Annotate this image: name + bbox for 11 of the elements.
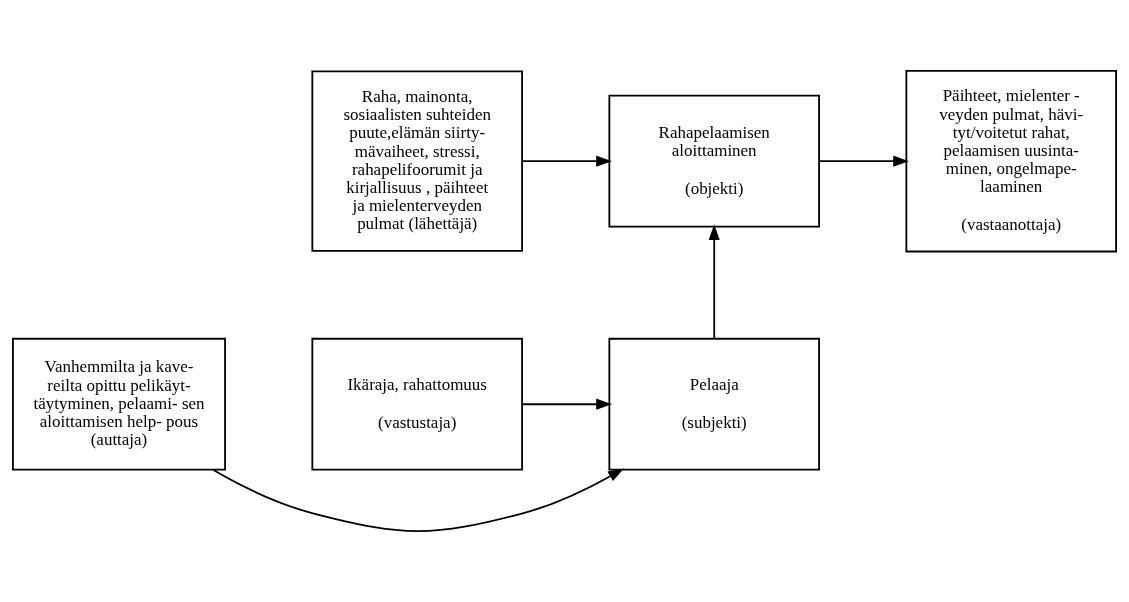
node-box: Päihteet, mielenter - veyden pulmat, hävi- tyt/voitetut rahat, pelaamisen uusinta- minen, ongelmape- laaminen (vastaanottaja) [905, 69, 1117, 253]
node-box: Rahapelaamisen aloittaminen (objekti) [608, 94, 820, 228]
node-box: Ikäraja, rahattomuus (vastustaja) [311, 337, 523, 471]
arrow [708, 224, 720, 340]
node-box: Raha, mainonta, sosiaalisten suhteiden puute,elämän siirty- mävaiheet, stressi, rahapelifoorumit ja kirjallisuus , päihteet ja mielenterveyden pulmat (lähettäjä) [311, 70, 523, 252]
arrow [212, 468, 624, 533]
arrow [521, 155, 612, 167]
arrow [521, 398, 612, 410]
node-box: Pelaaja (subjekti) [608, 337, 820, 471]
arrow [818, 155, 909, 167]
node-box: Vanhemmilta ja kave- reilta opittu pelikäyt- täytyminen, pelaami- sen aloittamisen help- pous (auttaja) [12, 337, 226, 471]
